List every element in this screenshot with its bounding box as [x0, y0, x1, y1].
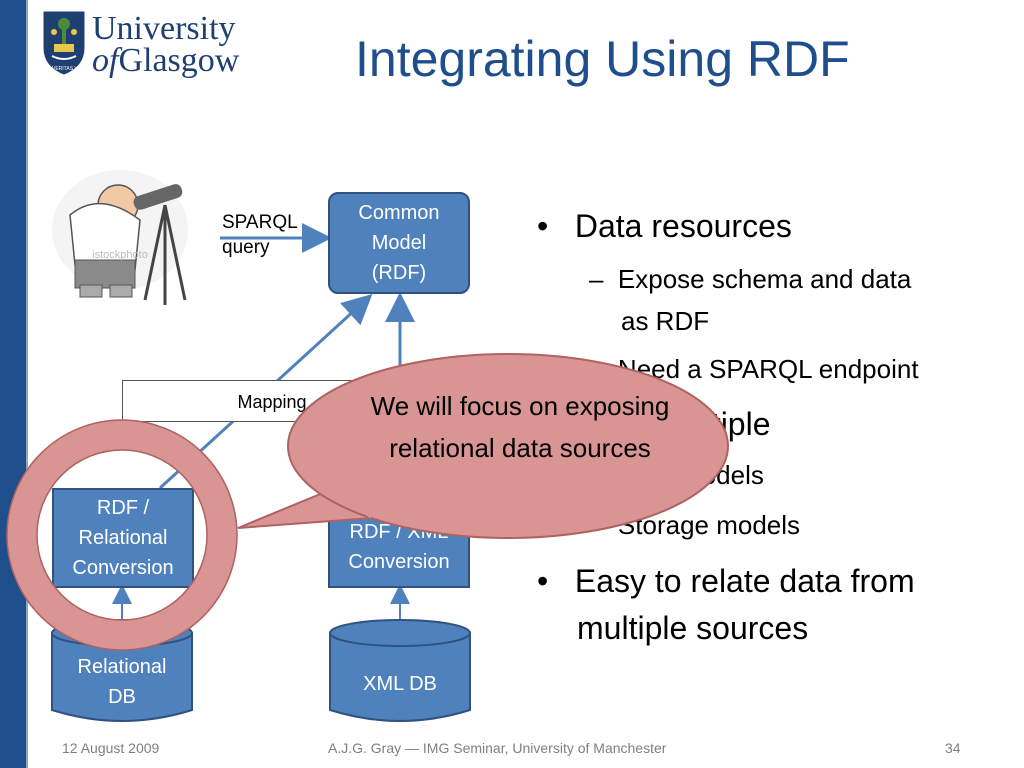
bullet-expose-schema: – Expose schema and data [589, 264, 912, 294]
footer-page-number: 34 [945, 740, 961, 756]
rdf-relational-box: RDF / Relational Conversion [52, 488, 194, 588]
common-model-box: Common Model (RDF) [328, 192, 470, 294]
xml-db-cylinder [329, 619, 471, 722]
relational-db-label: Relational DB [77, 656, 167, 708]
focus-ring [7, 420, 237, 650]
logo-glasgow: Glasgow [118, 42, 240, 79]
logo-line-university: University [92, 10, 236, 47]
bullet-as-rdf: as RDF [621, 306, 710, 336]
footer-date: 12 August 2009 [62, 740, 160, 756]
bullet-data-resources: • Data resources [537, 208, 792, 244]
university-logo: VIA VERITAS VITA University ofGlasgow [42, 10, 242, 80]
bullet-easy-relate: • Easy to relate data from [537, 563, 915, 599]
astronomer-illustration: istockphoto [52, 170, 188, 305]
logo-of: of [92, 42, 119, 79]
stock-watermark: istockphoto [92, 249, 148, 261]
crest-motto: VIA VERITAS VITA [43, 66, 86, 72]
crest-icon: VIA VERITAS VITA [43, 11, 86, 75]
bullet-multiple-sources: multiple sources [577, 610, 809, 646]
logo-line-glasgow: ofGlasgow [92, 44, 239, 78]
sparql-label: SPARQL query [222, 212, 298, 258]
sidebar-band [0, 0, 28, 768]
callout-bubble [287, 353, 729, 539]
callout-text: We will focus on exposing relational dat… [370, 391, 670, 463]
slide-title: Integrating Using RDF [355, 31, 850, 87]
xml-db-label: XML DB [363, 673, 437, 695]
footer-center: A.J.G. Gray — IMG Seminar, University of… [328, 740, 667, 756]
